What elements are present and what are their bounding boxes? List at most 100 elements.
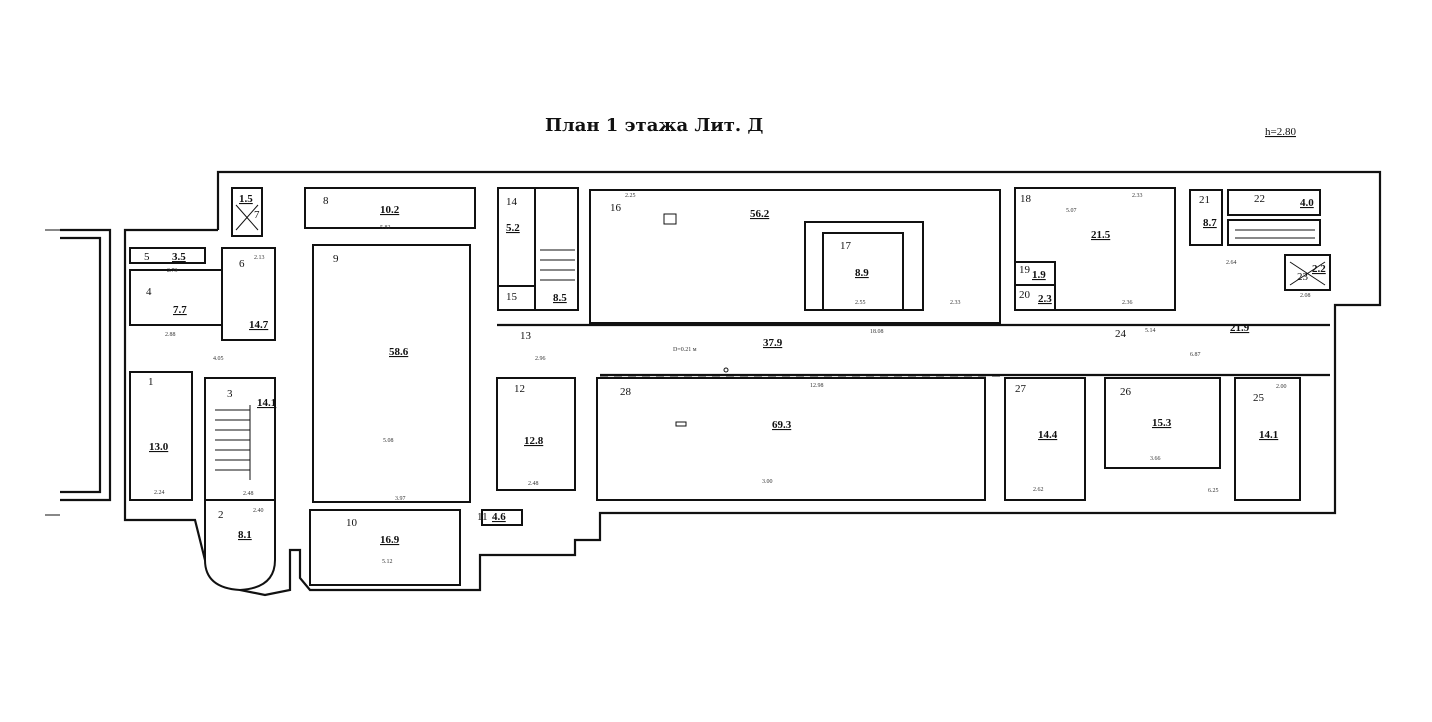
dimension: 2.48	[243, 491, 254, 497]
room-area: 15.3	[1152, 417, 1172, 429]
dimension: 6.87	[1190, 352, 1201, 358]
dimension: 5.14	[1145, 328, 1156, 334]
room-area: 14.7	[249, 319, 269, 331]
room-number: 24	[1115, 328, 1127, 340]
room-area: 16.9	[380, 534, 400, 546]
room-17	[822, 232, 904, 311]
room-number: 17	[840, 240, 852, 252]
dimension-labels: 5.82 5.08 3.97 5.12 2.48 2.24 2.48 2.40 …	[154, 193, 1311, 565]
room-20	[1014, 284, 1056, 311]
room-area: 4.6	[492, 511, 506, 523]
room-number: 20	[1019, 289, 1031, 301]
room-6	[221, 247, 276, 341]
room-26	[1104, 377, 1221, 469]
dimension: 2.24	[154, 490, 165, 496]
room-14	[497, 187, 536, 287]
dimension: 3.97	[395, 496, 406, 502]
room-area: 2.3	[1038, 293, 1052, 305]
dimension: 2.73	[167, 268, 178, 274]
dimension: 2.96	[535, 356, 546, 362]
room-area: 8.9	[855, 267, 869, 279]
room-labels: 1 13.0 2 8.1 3 14.1 4 7.7 5 3.5 6 14.7 7…	[144, 193, 1326, 546]
room-area: 5.2	[506, 222, 520, 234]
room-area: 56.2	[750, 208, 770, 220]
dimension: 2.08	[1300, 293, 1311, 299]
room-area: 3.5	[172, 251, 186, 263]
room-area: 1.5	[239, 193, 253, 205]
room-number: 21	[1199, 194, 1210, 206]
room-23-elevator	[1284, 254, 1331, 291]
dimension: 2.64	[1226, 260, 1237, 266]
room-number: 23	[1297, 271, 1309, 283]
ceiling-height: h=2.80	[1265, 126, 1296, 138]
room-number: 12	[514, 383, 525, 395]
room-area: 14.1	[257, 397, 276, 409]
stairs-22	[1227, 219, 1321, 246]
room-15	[497, 285, 536, 311]
room-area: 10.2	[380, 204, 400, 216]
room-number: 11	[477, 511, 488, 523]
room-number: 14	[506, 196, 518, 208]
dimension: 18.08	[870, 329, 884, 335]
room-area: 14.4	[1038, 429, 1058, 441]
dimension: 12.98	[810, 383, 824, 389]
room-number: 15	[506, 291, 518, 303]
room-28	[596, 377, 986, 501]
room-area: 1.9	[1032, 269, 1046, 281]
dimension: 2.25	[625, 193, 636, 199]
rooms	[129, 187, 1331, 592]
dimension: 3.66	[1150, 456, 1161, 462]
room-number: 7	[254, 209, 260, 221]
room-2	[204, 499, 276, 592]
plan-title: План 1 этажа Лит. Д	[545, 115, 763, 136]
room-area: 8.1	[238, 529, 252, 541]
room-21	[1189, 189, 1223, 246]
room-area: 69.3	[772, 419, 792, 431]
room-number: 2	[218, 509, 224, 521]
dimension: 2.33	[1132, 193, 1143, 199]
room-area: 13.0	[149, 441, 169, 453]
dimension: 3.00	[762, 479, 773, 485]
room-10	[309, 509, 461, 586]
room-area: 14.1	[1259, 429, 1278, 441]
room-number: 3	[227, 388, 233, 400]
dimension: 2.13	[254, 255, 265, 261]
room-27	[1004, 377, 1086, 501]
room-3	[204, 377, 276, 501]
dimension: 2.48	[528, 481, 539, 487]
room-number: 4	[146, 286, 152, 298]
dimension: 2.62	[1033, 487, 1044, 493]
room-area: 12.8	[524, 435, 544, 447]
dimension: 5.07	[1066, 208, 1077, 214]
room-25	[1234, 377, 1301, 501]
room-number: 6	[239, 258, 245, 270]
room-11	[481, 509, 523, 526]
room-area: 21.9	[1230, 322, 1250, 334]
room-number: 13	[520, 330, 532, 342]
room-number: 9	[333, 253, 339, 265]
room-number: 26	[1120, 386, 1132, 398]
room-16	[589, 189, 1001, 324]
dimension: 5.12	[382, 559, 393, 565]
room-4	[129, 269, 223, 326]
room-number: 10	[346, 517, 358, 529]
dimension: 4.05	[213, 356, 224, 362]
room-area: 37.9	[763, 337, 783, 349]
dimension: 2.36	[1122, 300, 1133, 306]
room-number: 28	[620, 386, 632, 398]
dimension: 2.00	[1276, 384, 1287, 390]
room-number: 8	[323, 195, 329, 207]
room-area: 8.7	[1203, 217, 1217, 229]
room-number: 18	[1020, 193, 1032, 205]
exterior-walls	[45, 170, 1382, 597]
room-9	[312, 244, 471, 503]
stairs-15	[534, 187, 579, 311]
room-12	[496, 377, 576, 491]
dimension: 5.82	[380, 225, 391, 231]
room-number: 25	[1253, 392, 1265, 404]
room-number: 19	[1019, 264, 1031, 276]
room-number: 1	[148, 376, 154, 388]
dimension: 6.25	[1208, 488, 1219, 494]
room-8	[304, 187, 476, 229]
